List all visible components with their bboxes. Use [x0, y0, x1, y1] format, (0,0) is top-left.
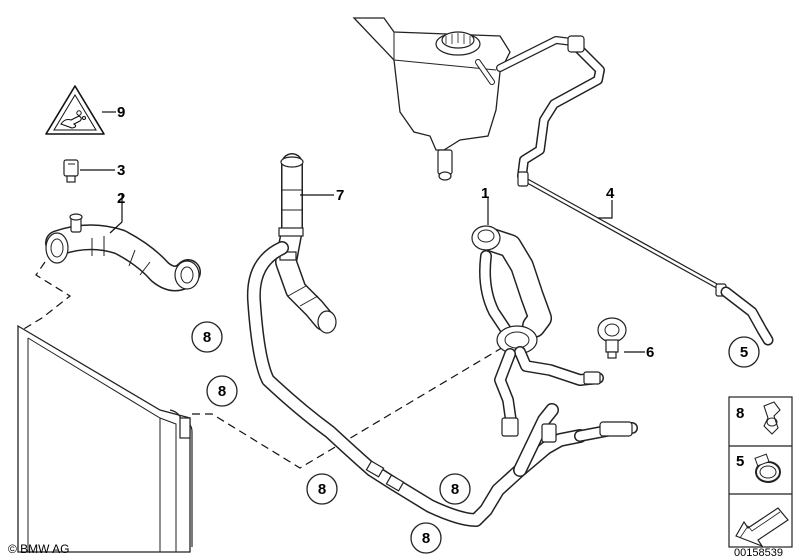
- spring-clip-icon: [763, 401, 781, 435]
- callout-2[interactable]: 2: [117, 190, 125, 207]
- svg-text:8: 8: [203, 329, 211, 346]
- expansion-tank[interactable]: [352, 17, 511, 181]
- callout-7[interactable]: 7: [336, 187, 344, 204]
- upper-coolant-hose[interactable]: [275, 153, 337, 334]
- leader-line-4: [598, 200, 613, 219]
- hot-coolant-hand-icon: [60, 110, 86, 129]
- svg-text:8: 8: [318, 481, 326, 498]
- copyright-text: © BMW AG: [8, 542, 70, 556]
- legend-num-8: 8: [736, 405, 744, 422]
- circled-ref-c[interactable]: 8: [306, 473, 338, 505]
- main-coolant-hose[interactable]: [471, 225, 604, 437]
- callout-9[interactable]: 9: [117, 104, 125, 121]
- circled-ref-f[interactable]: 5: [728, 336, 760, 368]
- connection-line-hose2-radiator: [21, 261, 72, 331]
- legend-panel: 8 5: [728, 396, 793, 548]
- svg-text:8: 8: [218, 383, 226, 400]
- circled-ref-e[interactable]: 8: [410, 522, 442, 554]
- legend-num-5: 5: [736, 453, 744, 470]
- direction-arrow-icon: [735, 507, 789, 548]
- hose-clamp-icon: [754, 453, 781, 483]
- connection-line-radiator-hose1: [192, 345, 506, 469]
- circled-ref-a[interactable]: 8: [191, 321, 223, 353]
- radiator-feed-hose[interactable]: [45, 213, 201, 292]
- svg-text:5: 5: [740, 344, 748, 361]
- circled-ref-d[interactable]: 8: [439, 473, 471, 505]
- hose-clip[interactable]: [597, 317, 627, 359]
- callout-4[interactable]: 4: [606, 185, 615, 202]
- leader-line-2: [109, 193, 123, 234]
- svg-text:8: 8: [451, 481, 459, 498]
- callout-1[interactable]: 1: [481, 185, 489, 202]
- callout-6[interactable]: 6: [646, 344, 654, 361]
- long-return-hose[interactable]: [246, 241, 638, 527]
- image-number: 00158539: [734, 547, 783, 559]
- radiator[interactable]: [17, 324, 193, 553]
- warning-label-triangle[interactable]: [45, 85, 105, 135]
- circled-ref-b[interactable]: 8: [206, 375, 238, 407]
- temperature-sensor[interactable]: [63, 159, 79, 183]
- vent-pipe[interactable]: [496, 35, 774, 346]
- callout-3[interactable]: 3: [117, 162, 125, 179]
- svg-text:8: 8: [422, 530, 430, 547]
